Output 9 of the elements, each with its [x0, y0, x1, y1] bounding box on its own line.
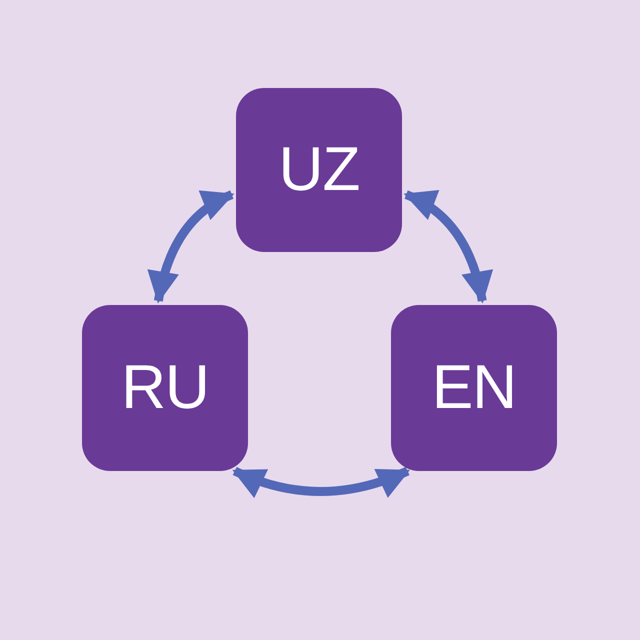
- language-code: EN: [432, 357, 516, 419]
- double-arrow: [232, 466, 410, 498]
- double-arrow: [148, 190, 234, 304]
- language-code: RU: [121, 357, 209, 419]
- language-box: [391, 305, 557, 471]
- language-box: [82, 305, 248, 471]
- double-arrow: [404, 190, 492, 304]
- language-box: [236, 88, 402, 252]
- language-code: UZ: [278, 139, 360, 201]
